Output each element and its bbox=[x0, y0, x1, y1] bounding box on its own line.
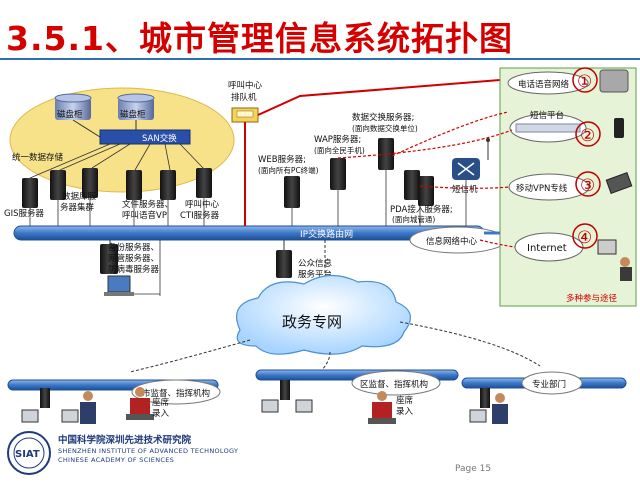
title-divider bbox=[0, 58, 640, 60]
svg-text:信息网络中心: 信息网络中心 bbox=[426, 236, 478, 247]
db-label-1: 数据库服 bbox=[62, 191, 97, 202]
wap-label-2: (面向全民手机) bbox=[314, 145, 365, 155]
district-pc-2 bbox=[295, 399, 313, 413]
server-cti bbox=[196, 168, 212, 198]
db-label-2: 务器集群 bbox=[60, 202, 95, 213]
call-queue-machine bbox=[231, 107, 259, 123]
server-pda bbox=[404, 170, 434, 206]
svg-text:移动VPN专线: 移动VPN专线 bbox=[516, 183, 568, 194]
wap-label-1: WAP服务器; bbox=[314, 134, 361, 145]
queue-label-1: 呼叫中心 bbox=[228, 80, 263, 91]
institute-name-en-2: CHINESE ACADEMY OF SCIENCES bbox=[58, 456, 175, 464]
server-backup bbox=[100, 244, 118, 274]
ip-bus-label: IP交换路由网 bbox=[300, 228, 353, 240]
district-seat-label-1: 座席 bbox=[396, 395, 414, 406]
pda-label-2: (面向城管通) bbox=[392, 214, 435, 224]
svg-text:SAN交换: SAN交换 bbox=[142, 133, 177, 144]
district-server bbox=[280, 380, 290, 400]
channel-internet: Internet ④ bbox=[514, 223, 632, 281]
server-web bbox=[284, 176, 300, 208]
file-label-2: 呼叫语音VP bbox=[122, 210, 167, 221]
disk-label-2: 磁盘柜 bbox=[120, 109, 146, 120]
file-label-1: 文件服务器、 bbox=[122, 199, 173, 210]
svg-text:市监督、指挥机构: 市监督、指挥机构 bbox=[142, 388, 210, 399]
cti-label-1: 呼叫中心 bbox=[185, 199, 220, 210]
district-seat-operator bbox=[368, 391, 396, 424]
district-seat-label-2: 录入 bbox=[396, 407, 414, 417]
storage-label: 统一数据存储 bbox=[12, 152, 64, 163]
disk-cabinet-2: 磁盘柜 bbox=[117, 93, 155, 120]
queue-label-2: 排队机 bbox=[231, 92, 257, 103]
svg-text:SIAT: SIAT bbox=[15, 449, 40, 460]
public-label-2: 服务平台 bbox=[298, 269, 332, 280]
web-label-1: WEB服务器; bbox=[258, 154, 306, 165]
dept-server bbox=[480, 388, 490, 408]
svg-text:①: ① bbox=[577, 72, 592, 92]
institute-name-en-1: SHENZHEN INSTITUTE OF ADVANCED TECHNOLOG… bbox=[58, 447, 239, 455]
svg-text:④: ④ bbox=[577, 228, 592, 248]
dept-pc bbox=[469, 409, 487, 423]
channel-phone: 电话语音网络 ① bbox=[507, 67, 629, 95]
channel-vpn: 移动VPN专线 ③ bbox=[508, 171, 633, 201]
dept-cloud: 专业部门 bbox=[521, 371, 583, 395]
disk-cabinet-1: 磁盘柜 bbox=[54, 93, 92, 120]
svg-text:③: ③ bbox=[580, 176, 595, 196]
info-center-cloud: 信息网络中心 bbox=[409, 226, 507, 254]
web-label-2: (面向所有PC终端) bbox=[258, 165, 319, 175]
san-switch: SAN交换 bbox=[99, 129, 191, 145]
datax-label-1: 数据交换服务器; bbox=[352, 112, 414, 123]
sms-machine-icon bbox=[452, 158, 480, 180]
svg-text:专业部门: 专业部门 bbox=[532, 379, 566, 390]
server-file-2 bbox=[160, 170, 176, 200]
city-pc-2 bbox=[61, 409, 79, 423]
city-command-cloud: 市监督、指挥机构 bbox=[131, 379, 221, 405]
city-pc-1 bbox=[21, 409, 39, 423]
server-file-1 bbox=[126, 170, 142, 200]
city-server bbox=[40, 388, 50, 408]
city-operator bbox=[80, 391, 96, 424]
channel-sms: 短信平台 ② bbox=[509, 110, 624, 147]
siat-badge-icon: SIAT bbox=[7, 431, 51, 475]
participation-label: 多种参与途径 bbox=[566, 293, 618, 304]
disk-label-1: 磁盘柜 bbox=[57, 109, 83, 120]
city-seat-label-1: 座席 bbox=[152, 397, 170, 408]
gis-label: GIS服务器 bbox=[4, 208, 44, 219]
pda-label-1: PDA接入服务器; bbox=[390, 204, 453, 215]
server-db-1 bbox=[50, 170, 66, 200]
backup-label-3: 防病毒服务器 bbox=[108, 264, 160, 275]
page-title: 3.5.1、城市管理信息系统拓扑图 bbox=[6, 19, 513, 58]
svg-text:短信平台: 短信平台 bbox=[530, 110, 564, 121]
district-pc-1 bbox=[261, 399, 279, 413]
gov-network-cloud: 政务专网 bbox=[236, 274, 411, 355]
page-number: Page 15 bbox=[455, 464, 492, 474]
city-seat-operator bbox=[126, 387, 154, 420]
backup-label-2: 网管服务器、 bbox=[108, 253, 159, 264]
backup-label-1: 备份服务器、 bbox=[108, 242, 159, 253]
district-command-cloud: 区监督、指挥机构 bbox=[351, 370, 441, 396]
public-label-1: 公众信息 bbox=[298, 258, 333, 269]
svg-text:Internet: Internet bbox=[527, 243, 567, 254]
server-public-info bbox=[276, 250, 292, 278]
city-seat-label-2: 录入 bbox=[152, 409, 170, 419]
svg-text:电话语音网络: 电话语音网络 bbox=[518, 79, 570, 90]
server-wap bbox=[330, 158, 346, 190]
institute-logo: SIAT 中国科学院深圳先进技术研究院 SHENZHEN INSTITUTE O… bbox=[6, 430, 246, 480]
dept-operator bbox=[492, 393, 508, 424]
svg-text:②: ② bbox=[580, 126, 595, 146]
admin-pc bbox=[104, 275, 134, 296]
cti-label-2: CTI服务器 bbox=[180, 210, 220, 221]
sms-label: 短信机 bbox=[452, 184, 478, 195]
datax-label-2: (面向数据交换单位) bbox=[352, 123, 418, 133]
server-db-2 bbox=[82, 168, 98, 198]
gov-network-label: 政务专网 bbox=[282, 313, 342, 331]
server-gis bbox=[22, 178, 38, 208]
svg-text:区监督、指挥机构: 区监督、指挥机构 bbox=[360, 379, 428, 390]
institute-name-cn: 中国科学院深圳先进技术研究院 bbox=[58, 435, 192, 446]
